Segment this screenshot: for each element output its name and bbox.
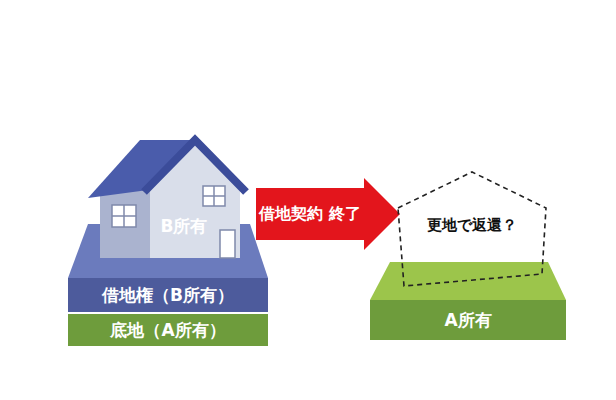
- text-holder: 底地（A所有）: [110, 320, 225, 340]
- dashed-outline: [398, 172, 546, 286]
- land-top-face: [370, 262, 566, 300]
- arrow-body: [256, 178, 400, 250]
- text-holder: 更地で返還？: [427, 216, 517, 234]
- text-holder: A所有: [444, 310, 491, 330]
- node-text: B所有: [161, 216, 208, 236]
- lease-end-arrow: 借地契約 終了: [256, 178, 400, 250]
- returned-house-outline: 更地で返還？: [392, 168, 552, 290]
- node-text: 更地で返還？: [427, 216, 517, 234]
- land-base-band: 底地（A所有）: [68, 314, 268, 346]
- node-text: 底地（A所有）: [110, 320, 225, 340]
- side-window: [112, 205, 136, 227]
- house-side-wall: [100, 188, 150, 258]
- text-holder: 借地契約 終了: [256, 204, 364, 223]
- door: [220, 230, 235, 258]
- land-front-band: A所有: [370, 300, 566, 340]
- leasehold-band: 借地権（B所有）: [68, 278, 268, 312]
- node-text: A所有: [444, 310, 491, 330]
- text-holder: 借地権（B所有）: [102, 285, 234, 305]
- window-bar: [203, 195, 225, 197]
- house-label: B所有: [152, 211, 216, 241]
- roof-trim: [144, 140, 246, 192]
- node-text: 借地権（B所有）: [102, 285, 234, 305]
- front-window: [203, 186, 225, 206]
- window-bar: [112, 215, 136, 217]
- text-holder: B所有: [161, 216, 208, 236]
- node-text: 借地契約 終了: [259, 204, 361, 223]
